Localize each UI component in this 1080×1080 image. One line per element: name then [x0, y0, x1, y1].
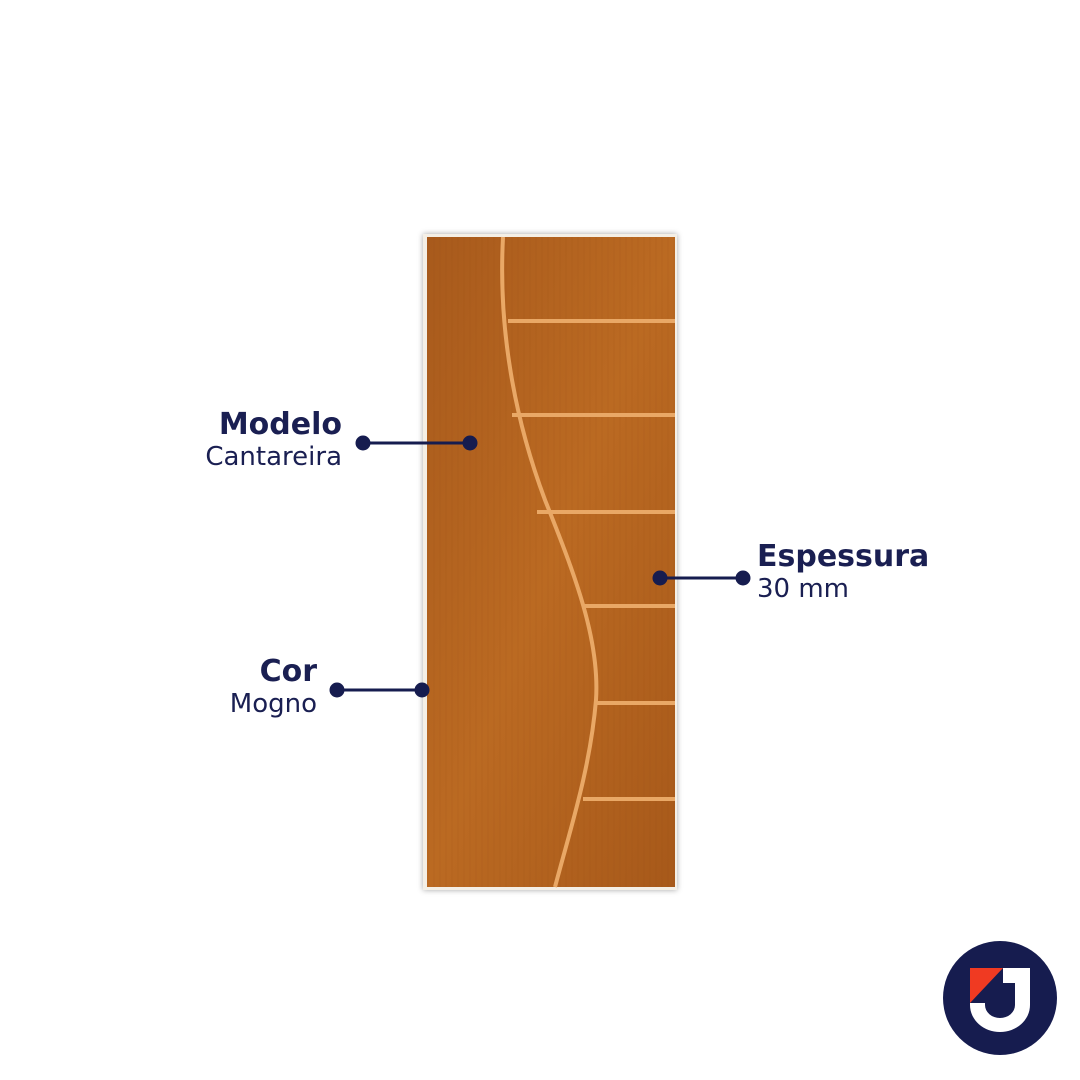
door	[423, 234, 677, 890]
spec-modelo-value: Cantareira	[205, 441, 342, 472]
brand-logo	[943, 941, 1057, 1055]
spec-cor-title: Cor	[259, 654, 317, 689]
spec-espessura-value: 30 mm	[757, 573, 850, 604]
spec-modelo: Modelo Cantareira	[205, 407, 342, 472]
spec-cor: Cor Mogno	[229, 654, 317, 719]
spec-espessura-title: Espessura	[757, 539, 930, 574]
spec-modelo-title: Modelo	[218, 407, 342, 442]
spec-espessura: Espessura 30 mm	[757, 539, 930, 604]
spec-cor-value: Mogno	[229, 688, 317, 719]
callout-lines	[329, 435, 751, 698]
